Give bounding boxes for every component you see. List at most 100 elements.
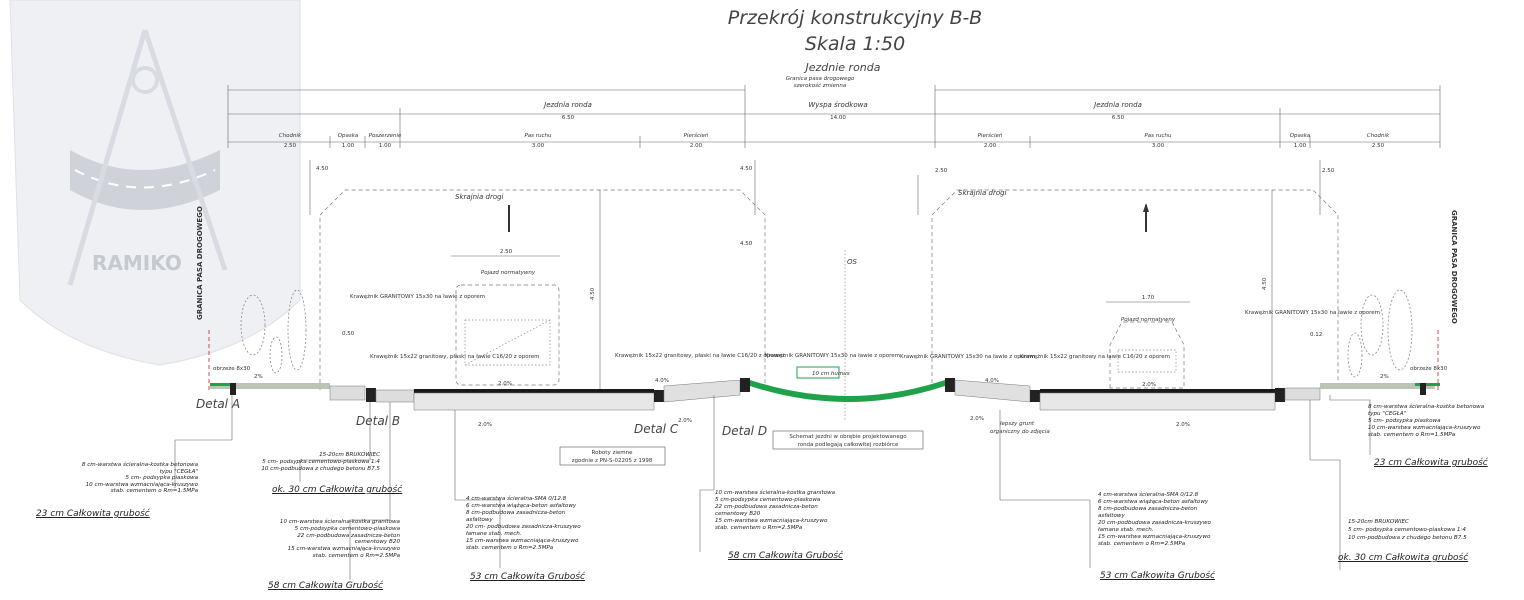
- dim-right-0: Pierścień: [978, 132, 1003, 139]
- stack-f-line: 8 cm-podbudowa zasadnicza-beton: [1098, 506, 1198, 512]
- stack-g-line: 10 cm-warstwa wzmacniająca-kruszywo: [1368, 425, 1481, 431]
- vehicle-right: Pojazd normatywny: [1121, 317, 1176, 323]
- watermark-text: RAMIKO: [92, 251, 182, 275]
- stack-g-total: 23 cm Całkowita grubość: [1374, 458, 1488, 468]
- stack-a: 8 cm-warstwa ścieralna-kostka betonowa t…: [38, 462, 198, 495]
- stack-b-line: 10 cm-podbudowa z chudego betonu B7.5: [261, 466, 380, 472]
- stack-h: 15-20cm BRUKOWIEC 5 cm- podsypka cemento…: [1348, 518, 1498, 542]
- stack-c-line: 5 cm-podsypka cementowo-piaskowa: [294, 525, 400, 532]
- height-5: 2.50: [935, 168, 948, 174]
- width-right: 1.70: [1142, 295, 1155, 301]
- stack-g: 8 cm-warstwa ścieralna-kostka betonowa t…: [1368, 404, 1518, 439]
- stack-a-line: 8 cm-warstwa ścieralna-kostka betonowa: [81, 462, 198, 468]
- height-2: 4.50: [316, 166, 329, 172]
- stack-f-line: asfaltowy: [1098, 513, 1125, 519]
- height-6: 2.50: [1322, 168, 1335, 174]
- clearance-left: [319, 189, 766, 390]
- stack-g-line: typu "CEGŁA": [1368, 411, 1407, 417]
- height-3: 4.50: [740, 166, 753, 172]
- stack-d-line: 6 cm-warstwa wiążąca-beton asfaltowy: [466, 503, 577, 509]
- pedestrians-right: [1347, 289, 1413, 378]
- dim-left-val-4: 2.00: [690, 143, 703, 149]
- stack-f-line: łamane stab. mech.: [1098, 527, 1154, 533]
- stack-e: 10 cm-warstwa ścieralna-kostka granitowa…: [715, 490, 890, 532]
- stack-d-line: łamane stab. mech.: [466, 531, 522, 537]
- stack-g-line: 8 cm-warstwa ścieralna-kostka betonowa: [1368, 404, 1485, 410]
- curb-note-2: Krawężnik 15x22 granitowy, płaski na ław…: [615, 353, 785, 359]
- slope-9: 2.0%: [970, 416, 984, 422]
- stack-a-total: 23 cm Całkowita grubość: [36, 509, 150, 519]
- watermark-shield: RAMIKO: [9, 0, 301, 366]
- stack-c-line: cementowy B20: [354, 539, 400, 546]
- slope-2: 2.0%: [498, 381, 512, 387]
- dim-right-3: Chodnik: [1367, 133, 1390, 139]
- dim-left-4: Pierścień: [684, 132, 709, 139]
- stack-d-line: 8 cm-podbudowa zasadnicza-beton: [466, 510, 566, 516]
- curb-note-1: Krawężnik 15x22 granitowy, płaski na ław…: [370, 354, 540, 360]
- detail-d: Detal D: [722, 424, 767, 438]
- stack-d-line: stab. cementem o Rm=2.5MPa: [466, 545, 554, 551]
- curb-note-5: Krawężnik 15x22 granitowy na ławie C16/2…: [1020, 354, 1170, 360]
- stack-c-total: 58 cm Całkowita Grubość: [268, 581, 383, 591]
- border-label-right: GRANICA PASA DROGOWEGO: [1450, 210, 1458, 324]
- stack-d-line: 15 cm-warstwa wzmacniająca-kruszywo: [466, 538, 579, 544]
- soil-1: organiczny do zdjęcia: [990, 429, 1050, 435]
- subtitle: Jezdnie ronda: [803, 61, 880, 74]
- dim-right-val-1: 3.00: [1152, 143, 1165, 149]
- stack-h-line: 15-20cm BRUKOWIEC: [1348, 519, 1409, 525]
- stack-c-line: 15 cm-warstwa wzmacniająca-kruszywo: [287, 546, 400, 553]
- axis-label: OS: [847, 258, 858, 266]
- schema-1: ronda podlegają całkowitej rozbiórce: [798, 441, 899, 448]
- stack-e-line: 5 cm-podsypka cementowo-piaskowa: [715, 497, 821, 503]
- stack-d-total: 53 cm Całkowita Grubość: [470, 572, 585, 582]
- dim-island-val: 14.00: [830, 115, 846, 121]
- stack-c-line: stab. cementem o Rm=2.5MPa: [312, 552, 400, 559]
- height-1: 4.50: [1262, 277, 1268, 290]
- dim-left-road-val: 6.50: [562, 115, 575, 121]
- height-8: 0.12: [1310, 332, 1322, 338]
- dim-left-3: Pas ruchu: [524, 133, 552, 139]
- stack-e-line: 15 cm-warstwa wzmacniająca-kruszywo: [715, 518, 828, 524]
- dim-left-1: Opaska: [338, 133, 359, 139]
- stack-e-line: 22 cm-podbudowa zasadnicza-beton: [715, 504, 818, 510]
- pedestrians-left: [240, 289, 307, 374]
- edge-right: obrzeże 8x30: [1410, 366, 1448, 372]
- dim-left-2: Poszerzenie: [369, 133, 402, 139]
- skrajnia-right: Skrajnia drogi: [958, 189, 1007, 197]
- truck-outline: [451, 255, 560, 386]
- leaders: [174, 395, 1371, 580]
- stack-d: 4 cm-warstwa ścieralna-SMA 0/12.8 6 cm-w…: [466, 496, 626, 552]
- curb-note-6: Krawężnik GRANITOWY 15x30 na ławie z opo…: [1245, 310, 1380, 316]
- stack-e-line: stab. cementem o Rm=2.5MPa: [715, 525, 803, 531]
- skrajnia-left: Skrajnia drogi: [455, 193, 504, 201]
- dim-island: Wyspa środkowa: [808, 101, 867, 109]
- stack-b-line: 5 cm- podsypka cementowo-piaskowa 1:4: [262, 459, 380, 465]
- stack-f: 4 cm-warstwa ścieralna-SMA 0/12.8 6 cm-w…: [1098, 492, 1258, 548]
- dim-right-2: Opaska: [1290, 133, 1311, 139]
- slope-5: 2.0%: [1176, 422, 1190, 428]
- dim-left-val-0: 2.50: [284, 143, 297, 149]
- detail-c: Detal C: [634, 422, 679, 436]
- stack-f-line: 15 cm-warstwa wzmacniająca-kruszywo: [1098, 534, 1211, 540]
- dim-left-0: Chodnik: [279, 133, 302, 139]
- stack-c: 10 cm-warstwa ścieralna-kostka granitowa…: [210, 519, 400, 560]
- slope-0: 2%: [254, 374, 263, 380]
- stack-d-line: 4 cm-warstwa ścieralna-SMA 0/12.8: [466, 496, 567, 502]
- page-title: Przekrój konstrukcyjny B-B: [728, 7, 982, 29]
- stack-h-line: 10 cm-podbudowa z chudego betonu B7.5: [1348, 535, 1467, 541]
- stack-e-line: cementowy B20: [715, 511, 761, 517]
- slope-4: 2.0%: [478, 422, 492, 428]
- stack-e-line: 10 cm-warstwa ścieralna-kostka granitowa: [715, 490, 836, 496]
- stack-a-line: typu "CEGŁA": [159, 468, 198, 475]
- dim-right-val-0: 2.00: [984, 143, 997, 149]
- height-0: 4.50: [590, 287, 596, 300]
- dim-left-val-1: 1.00: [342, 143, 355, 149]
- dim-right-1: Pas ruchu: [1144, 133, 1172, 139]
- dim-left-val-3: 3.00: [532, 143, 545, 149]
- earthworks-1: zgodnie z PN-S-02205 z 1998: [572, 458, 653, 464]
- stack-f-line: 6 cm-warstwa wiążąca-beton asfaltowy: [1098, 499, 1209, 505]
- stack-f-line: 4 cm-warstwa ścieralna-SMA 0/12.8: [1098, 492, 1199, 498]
- stack-a-line: 10 cm-warstwa wzmacniająca-kruszywo: [85, 481, 198, 488]
- stack-b: 15-20cm BRUKOWIEC 5 cm- podsypka cemento…: [180, 452, 380, 473]
